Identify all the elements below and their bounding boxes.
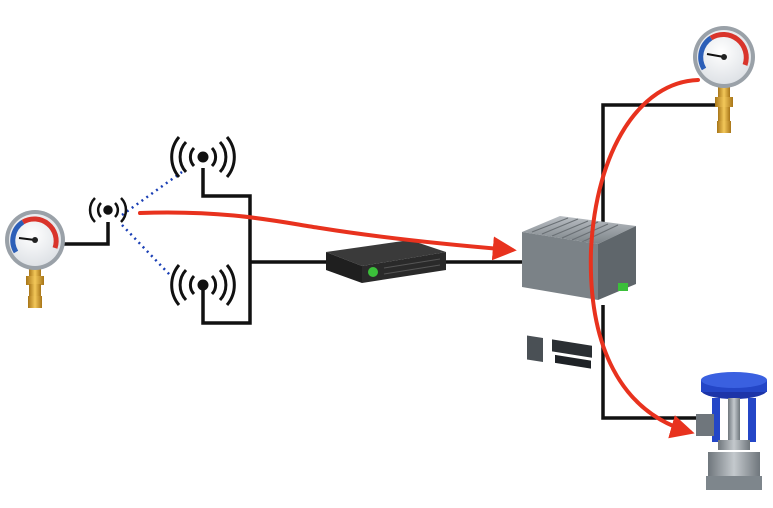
flow-arrow-to-pc [138, 210, 517, 261]
control-valve-icon [696, 372, 767, 490]
flow-arrow-gauge-to-valve [588, 78, 700, 439]
wire-gauge-left-to-transmitter [62, 222, 110, 246]
wireless-link-upper [121, 170, 183, 217]
pressure-gauge-icon [5, 210, 65, 308]
wire-pc-to-gauge-right [601, 103, 718, 225]
wireless-transmitter-icon [88, 197, 128, 223]
wire-receiver-top [201, 168, 252, 262]
wireless-receiver-icon [170, 136, 236, 178]
pressure-gauge-icon [693, 26, 755, 133]
wireless-receiver-icon [170, 264, 236, 306]
network-switch-icon [326, 240, 446, 283]
wireless-links [121, 170, 183, 276]
wire-pc-to-valve [601, 305, 706, 420]
wireless-link-lower [121, 224, 171, 276]
industrial-pc-icon [522, 216, 636, 369]
wire-receiver-bottom [201, 262, 252, 325]
data-flow-arrows [138, 78, 700, 439]
